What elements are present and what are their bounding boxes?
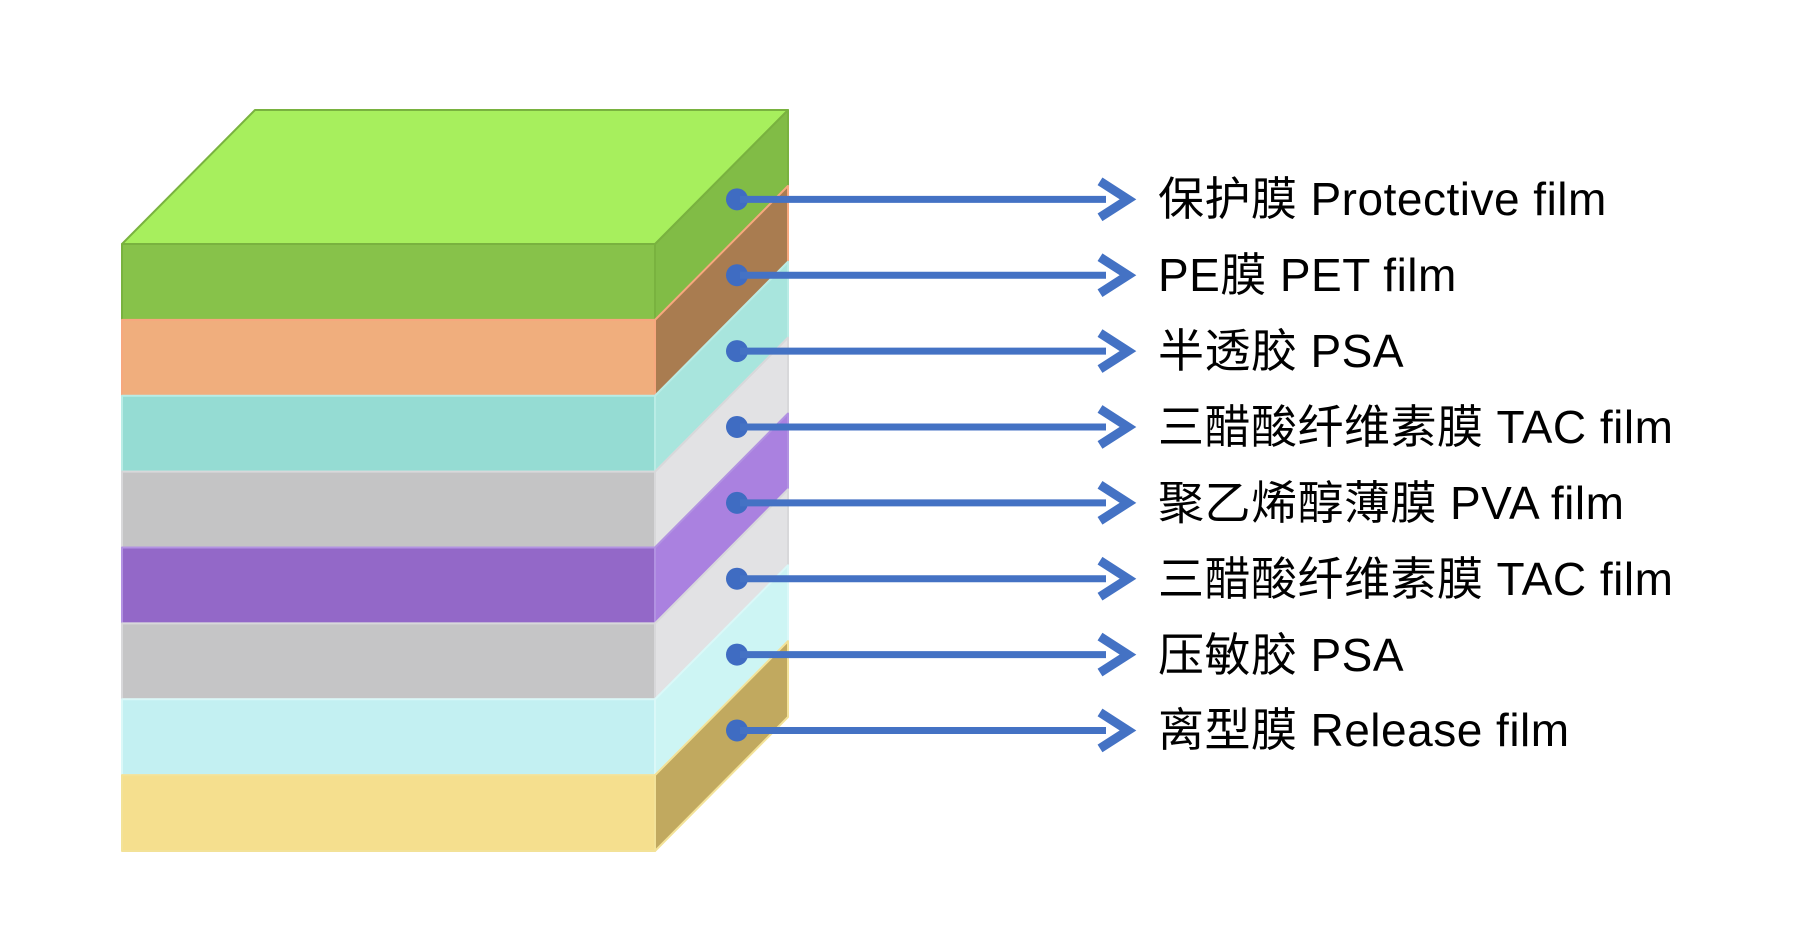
layer-label-en: TAC film [1496,553,1674,605]
arrow-layer-6 [726,556,1137,601]
arrow-layer-7 [726,632,1137,677]
layer-label-pet-film: PE膜 PET film [1158,244,1457,306]
arrow-head-icon [1097,708,1137,753]
arrow-dot [726,643,748,666]
layer-label-en: PVA film [1450,477,1625,529]
layer-label-zh: 三醋酸纤维素膜 [1158,401,1484,453]
layer-label-en: PSA [1310,325,1405,377]
arrow-dot [726,415,748,438]
layer-slab-6 [121,488,789,701]
layer-label-en: Protective film [1310,173,1607,225]
layer-label-en: Release film [1310,704,1570,756]
arrow-layer-3 [726,329,1137,373]
layer-label-zh: 半透胶 [1158,325,1298,377]
layer-label-zh: 压敏胶 [1158,629,1298,681]
arrow-layer-2 [726,253,1137,297]
layer-label-pva-film: 聚乙烯醇薄膜 PVA film [1158,472,1624,534]
arrow-layer-1 [726,177,1137,222]
layer-label-zh: 聚乙烯醇薄膜 [1158,477,1437,529]
layer-label-release-film: 离型膜 Release film [1158,699,1570,761]
arrow-dot [726,567,748,590]
arrow-dot [726,719,748,742]
layer-front-face [121,774,656,852]
layer-label-tac-film-lower: 三醋酸纤维素膜 TAC film [1158,548,1673,610]
layer-label-zh: 保护膜 [1158,173,1298,225]
arrow-head-icon [1097,481,1137,525]
layer-label-psa-pressure: 压敏胶 PSA [1158,624,1404,686]
arrow-dot [726,340,748,363]
layer-label-zh: 三醋酸纤维素膜 [1158,553,1484,605]
layer-label-en: PET film [1279,249,1457,301]
arrow-layer-8 [726,708,1137,753]
layer-label-en: TAC film [1496,401,1674,453]
arrow-dot [726,188,748,211]
layer-label-psa-semi: 半透胶 PSA [1158,320,1404,382]
layer-slab-1 [121,109,789,321]
arrow-dot [726,264,748,287]
arrow-dot [726,491,748,514]
layer-top-face [121,109,789,245]
layer-slab-8 [121,640,789,852]
layer-label-zh: 离型膜 [1158,704,1298,756]
arrow-head-icon [1097,405,1137,449]
arrow-head-icon [1097,556,1137,601]
arrow-head-icon [1097,329,1137,373]
arrow-layer-5 [726,481,1137,525]
layer-label-zh: PE膜 [1158,249,1267,301]
arrow-head-icon [1097,253,1137,297]
arrow-head-icon [1097,632,1137,677]
layer-label-protective-film: 保护膜 Protective film [1158,168,1607,230]
layer-label-tac-film-upper: 三醋酸纤维素膜 TAC film [1158,396,1673,458]
layer-label-en: PSA [1310,629,1405,681]
arrow-layer-4 [726,405,1137,449]
layer-slab-2 [121,184,789,397]
arrow-head-icon [1097,177,1137,222]
